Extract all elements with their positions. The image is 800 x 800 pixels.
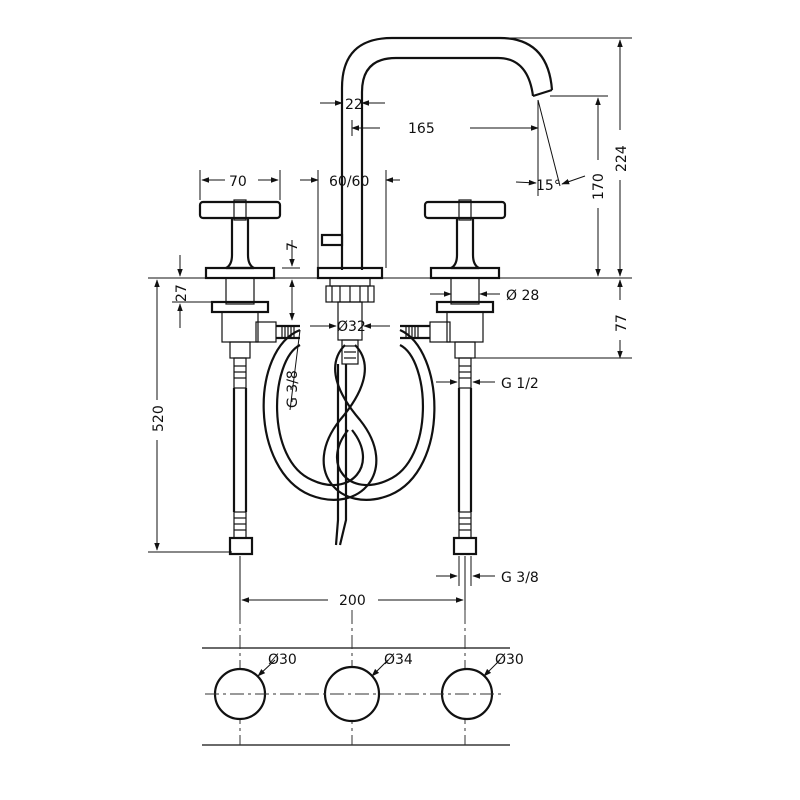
dim-centers: 200 xyxy=(339,593,366,609)
dim-spout-height: 170 xyxy=(591,173,607,200)
dim-inlet-thread: G 1/2 xyxy=(501,376,539,392)
dim-shank-diameter: Ø 28 xyxy=(506,288,539,304)
hose-nut-right xyxy=(452,536,478,556)
dim-handle-width: 70 xyxy=(229,174,247,190)
dim-below-deck: 77 xyxy=(614,314,630,332)
left-handle xyxy=(198,199,300,556)
dim-handle-base: 27 xyxy=(174,284,190,302)
dim-handle-step: 7 xyxy=(285,242,301,251)
dim-spout-angle: 15° xyxy=(536,178,561,194)
dim-hole-left: Ø30 xyxy=(268,652,297,668)
dim-max-length: 520 xyxy=(151,405,167,432)
dim-drain-diameter: Ø32 xyxy=(337,319,366,335)
dim-outlet-thread: G 3/8 xyxy=(501,570,539,586)
hose-loops xyxy=(262,328,436,501)
dimension-lines xyxy=(148,37,632,610)
right-handle xyxy=(400,199,507,556)
dim-hole-center: Ø34 xyxy=(384,652,413,668)
lever-icon xyxy=(320,233,344,247)
spout xyxy=(316,36,554,546)
cross-handle-icon xyxy=(423,200,507,220)
deck-plan xyxy=(202,610,510,746)
dim-hose-thread: G 3/8 xyxy=(285,370,301,408)
spout-base xyxy=(316,266,384,280)
drain-rod xyxy=(334,364,340,546)
dim-spout-wall: 22 xyxy=(345,97,363,113)
dim-hole-right: Ø30 xyxy=(495,652,524,668)
hose-nut-left xyxy=(228,536,254,556)
dim-spout-base: 60/60 xyxy=(329,174,369,190)
dim-spout-reach: 165 xyxy=(408,121,435,137)
dimension-labels: 22 165 15° 170 224 70 60/60 7 27 Ø 28 Ø3… xyxy=(151,97,630,668)
dim-total-height: 224 xyxy=(614,145,630,172)
cross-handle-icon xyxy=(198,200,282,220)
